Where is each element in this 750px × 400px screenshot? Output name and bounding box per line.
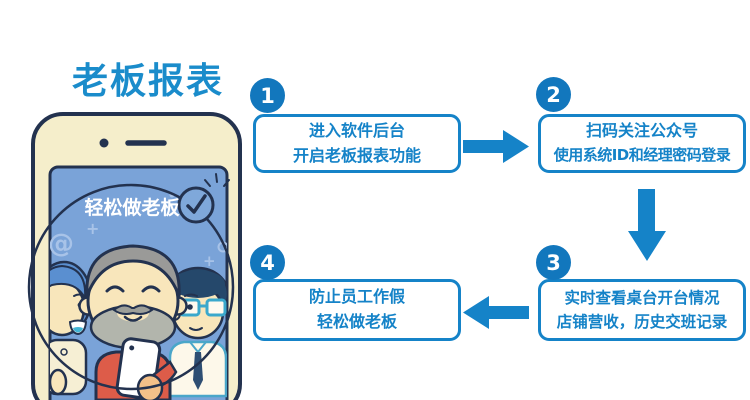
plus-deco-2: + — [203, 252, 216, 270]
step-3-number-badge: 3 — [536, 245, 571, 280]
step-3-line-2: 店铺营收，历史交班记录 — [556, 313, 728, 331]
step-2-line-1: 扫码关注公众号 — [585, 121, 698, 141]
step-4-box: 防止员工作假 轻松做老板 — [253, 279, 461, 341]
check-badge — [177, 186, 215, 224]
step-2-line-2: 使用系统ID和经理密码登录 — [553, 146, 731, 165]
phone-camera-dot — [99, 138, 109, 148]
step-2-box: 扫码关注公众号 使用系统ID和经理密码登录 — [538, 114, 746, 173]
step-3-line-1: 实时查看桌台开台情况 — [564, 288, 720, 307]
plus-deco: + — [86, 219, 99, 238]
arrow-down-icon — [628, 189, 666, 261]
spotlight-circle — [27, 183, 235, 391]
screen-scene: @ + + — [48, 192, 227, 400]
step-1-line-2: 开启老板报表功能 — [292, 145, 421, 165]
page-title: 老板报表 — [72, 61, 225, 102]
arrow-right-icon — [463, 130, 529, 163]
boss-character — [78, 244, 188, 400]
step-1-number-badge: 1 — [250, 78, 285, 113]
step-1-box: 进入软件后台 开启老板报表功能 — [253, 114, 461, 173]
step-2-number-badge: 2 — [536, 77, 571, 112]
step-4-number-badge: 4 — [250, 245, 285, 280]
step-1-line-1: 进入软件后台 — [308, 120, 405, 140]
at-symbol-deco: @ — [48, 229, 74, 259]
checkmark-icon — [186, 194, 207, 214]
sparkle-icon — [204, 173, 230, 187]
step-4-line-1: 防止员工作假 — [308, 287, 405, 307]
arrow-left-icon — [463, 296, 529, 329]
step-4-line-2: 轻松做老板 — [316, 312, 397, 331]
screen-caption: 轻松做老板 — [84, 196, 180, 219]
step-3-box: 实时查看桌台开台情况 店铺营收，历史交班记录 — [538, 279, 746, 341]
phone-illustration: @ + + — [27, 112, 242, 400]
